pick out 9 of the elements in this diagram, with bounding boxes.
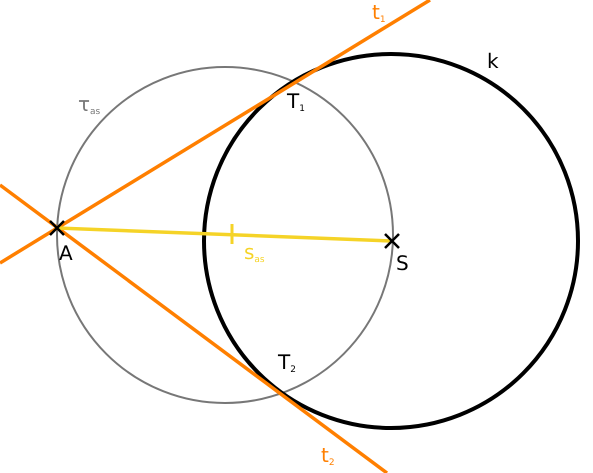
point-label: A <box>59 242 73 264</box>
point-label: T$_{2}$ <box>278 351 296 377</box>
tangent-label: t$_{2}$ <box>321 444 335 470</box>
segment-label: s$_{as}$ <box>244 241 265 267</box>
tangent-label: t$_{1}$ <box>372 1 386 27</box>
circle-label: k <box>487 50 499 72</box>
point-label: T$_{1}$ <box>287 90 305 116</box>
point-label: S <box>396 252 409 274</box>
circle-label: τ$_{as}$ <box>78 93 100 119</box>
